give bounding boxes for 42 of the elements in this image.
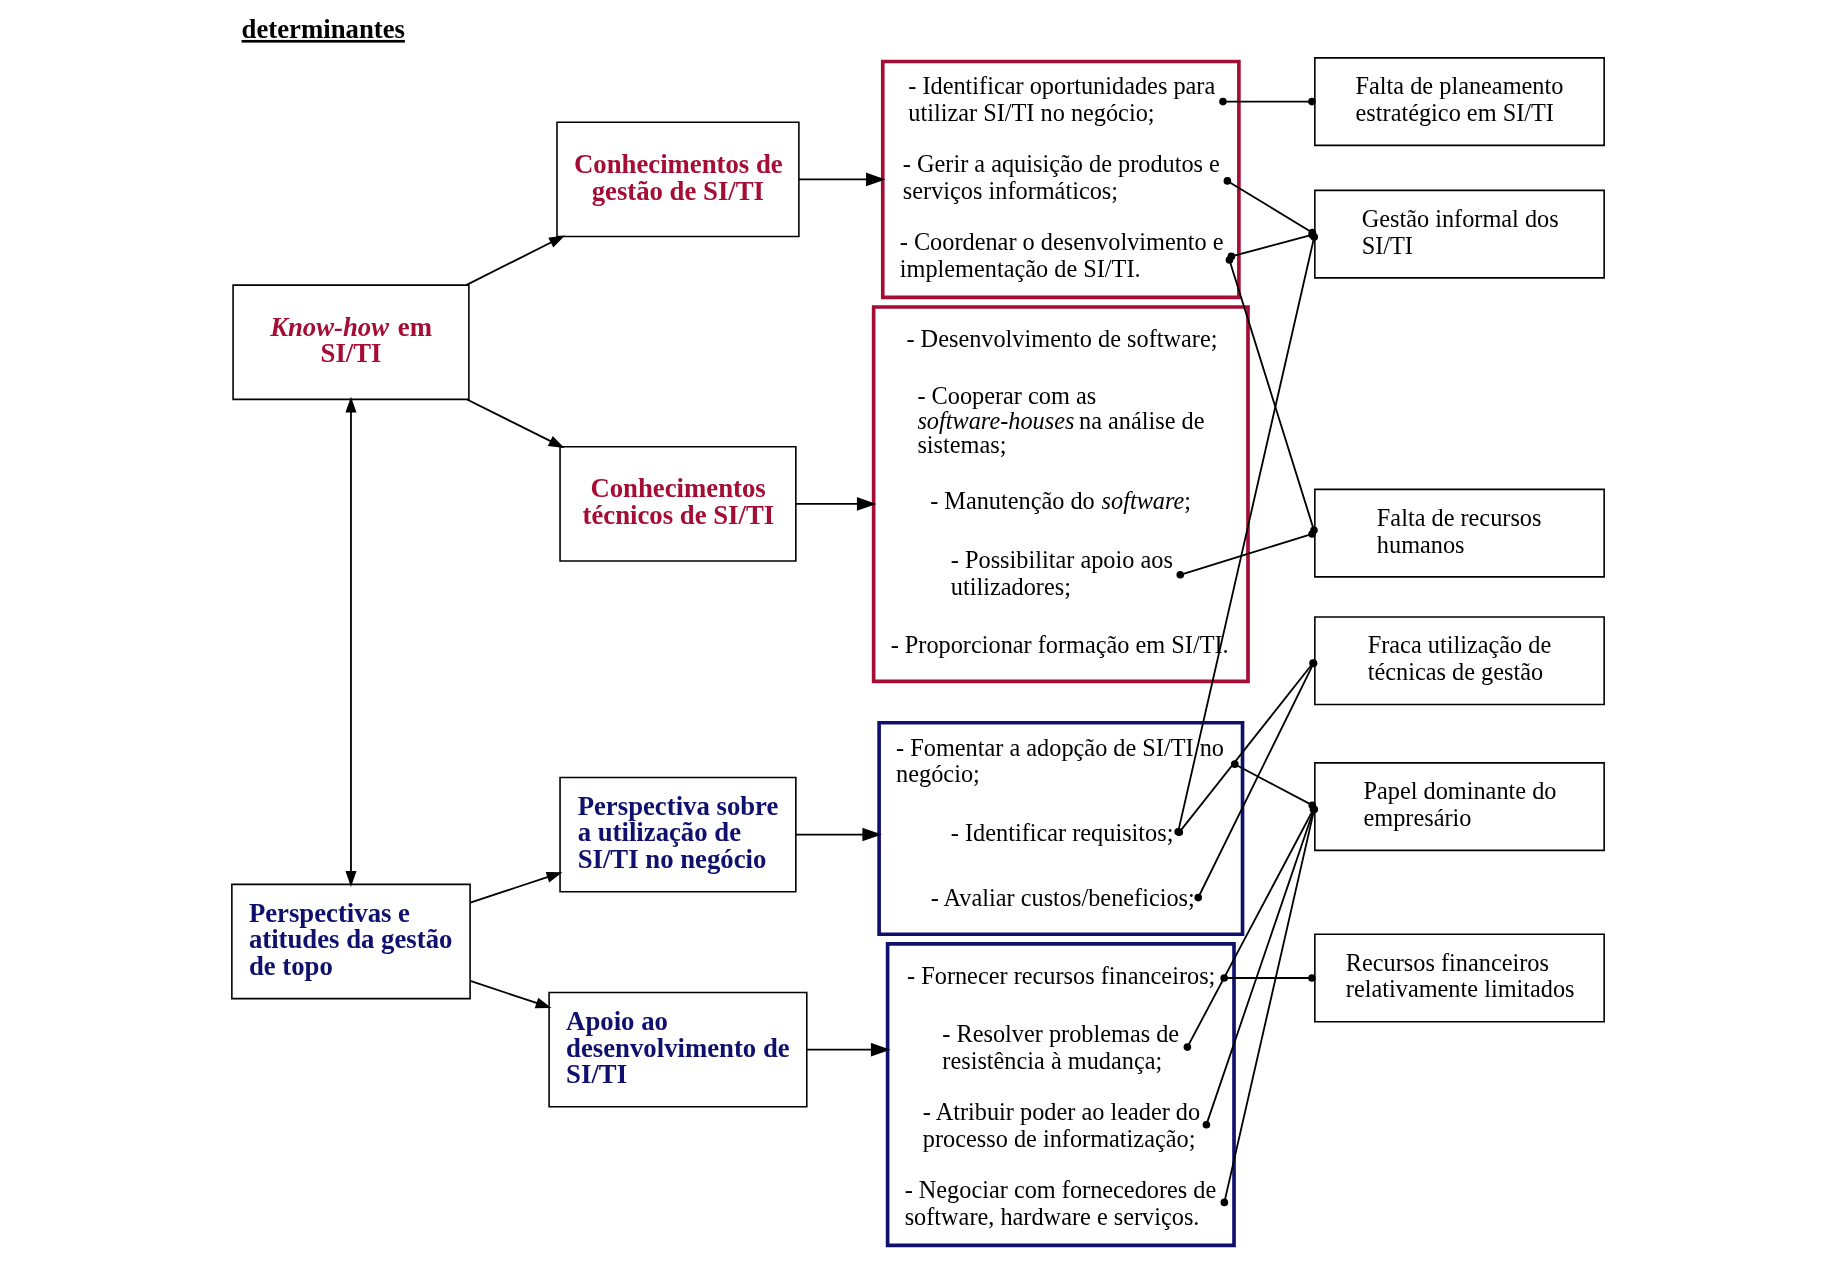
node-box: Perspectiva sobre a utilização de SI/TI no negócio: [558, 776, 797, 893]
arrow: [465, 398, 564, 449]
arrow: [468, 979, 551, 1009]
connector: [1218, 97, 1316, 106]
node-text: - Desenvolvimento de software;: [905, 325, 1217, 353]
node-box: Gestão informal dos SI/TI: [1313, 189, 1605, 279]
node-text: - Manutenção do software;: [929, 486, 1191, 514]
node-text: - Gerir a aquisição de produtos e serviços informáticos;: [902, 150, 1220, 204]
node-text: - Atribuir poder ao leader do processo de informatização;: [922, 1098, 1200, 1152]
arrow: [797, 172, 885, 187]
node-text: - Coordenar o desenvolvimento e implementação de SI/TI.: [899, 227, 1224, 282]
node-text: - Fornecer recursos financeiros;: [906, 962, 1215, 990]
node-box: Apoio ao desenvolvimento de SI/TI: [547, 991, 808, 1108]
arrow: [794, 497, 876, 511]
connector: [1175, 530, 1316, 579]
node-box: Recursos financeiros relativamente limitados: [1313, 933, 1605, 1023]
node-box: Conhecimentos técnicos de SI/TI: [558, 446, 797, 562]
node-box: Falta de recursos humanos: [1313, 488, 1605, 578]
node-box: Conhecimentos de gestão de SI/TI: [555, 121, 800, 238]
diagram-title: determinantes: [241, 13, 405, 44]
node-text: - Cooperar com as software-houses na análise de sistemas;: [916, 382, 1205, 458]
node-text: - Avaliar custos/beneficios;: [930, 884, 1195, 912]
arrow: [468, 871, 562, 904]
node-text: - Resolver problemas de resistência à mudança;: [941, 1020, 1179, 1075]
cluster: [876, 720, 1244, 937]
node-text: - Identificar oportunidades para utilizar SI/TI no negócio;: [907, 72, 1215, 127]
node-text: - Identificar requisitos;: [950, 818, 1173, 846]
arrow: [794, 827, 882, 842]
cluster: [885, 942, 1236, 1248]
arrow: [344, 396, 356, 887]
node-text: - Possibilitar apoio aos utilizadores;: [950, 546, 1173, 601]
node-box: Falta de planeamento estratégico em SI/TI: [1313, 57, 1605, 147]
node-text: - Fomentar a adopção de SI/TI no negócio;: [895, 733, 1224, 788]
node-box: Know-how em SI/TI: [231, 284, 470, 401]
node-box: Perspectivas e atitudes da gestão de topo: [230, 883, 471, 1000]
arrow: [805, 1042, 890, 1057]
cluster: [880, 59, 1241, 300]
cluster: [871, 305, 1250, 684]
arrow: [464, 235, 565, 286]
node-box: Papel dominante do empresário: [1313, 762, 1605, 852]
node-box: Fraca utilização de técnicas de gestão: [1313, 616, 1605, 706]
node-text: - Negociar com fornecedores de software, hardware e serviços.: [904, 1175, 1216, 1230]
